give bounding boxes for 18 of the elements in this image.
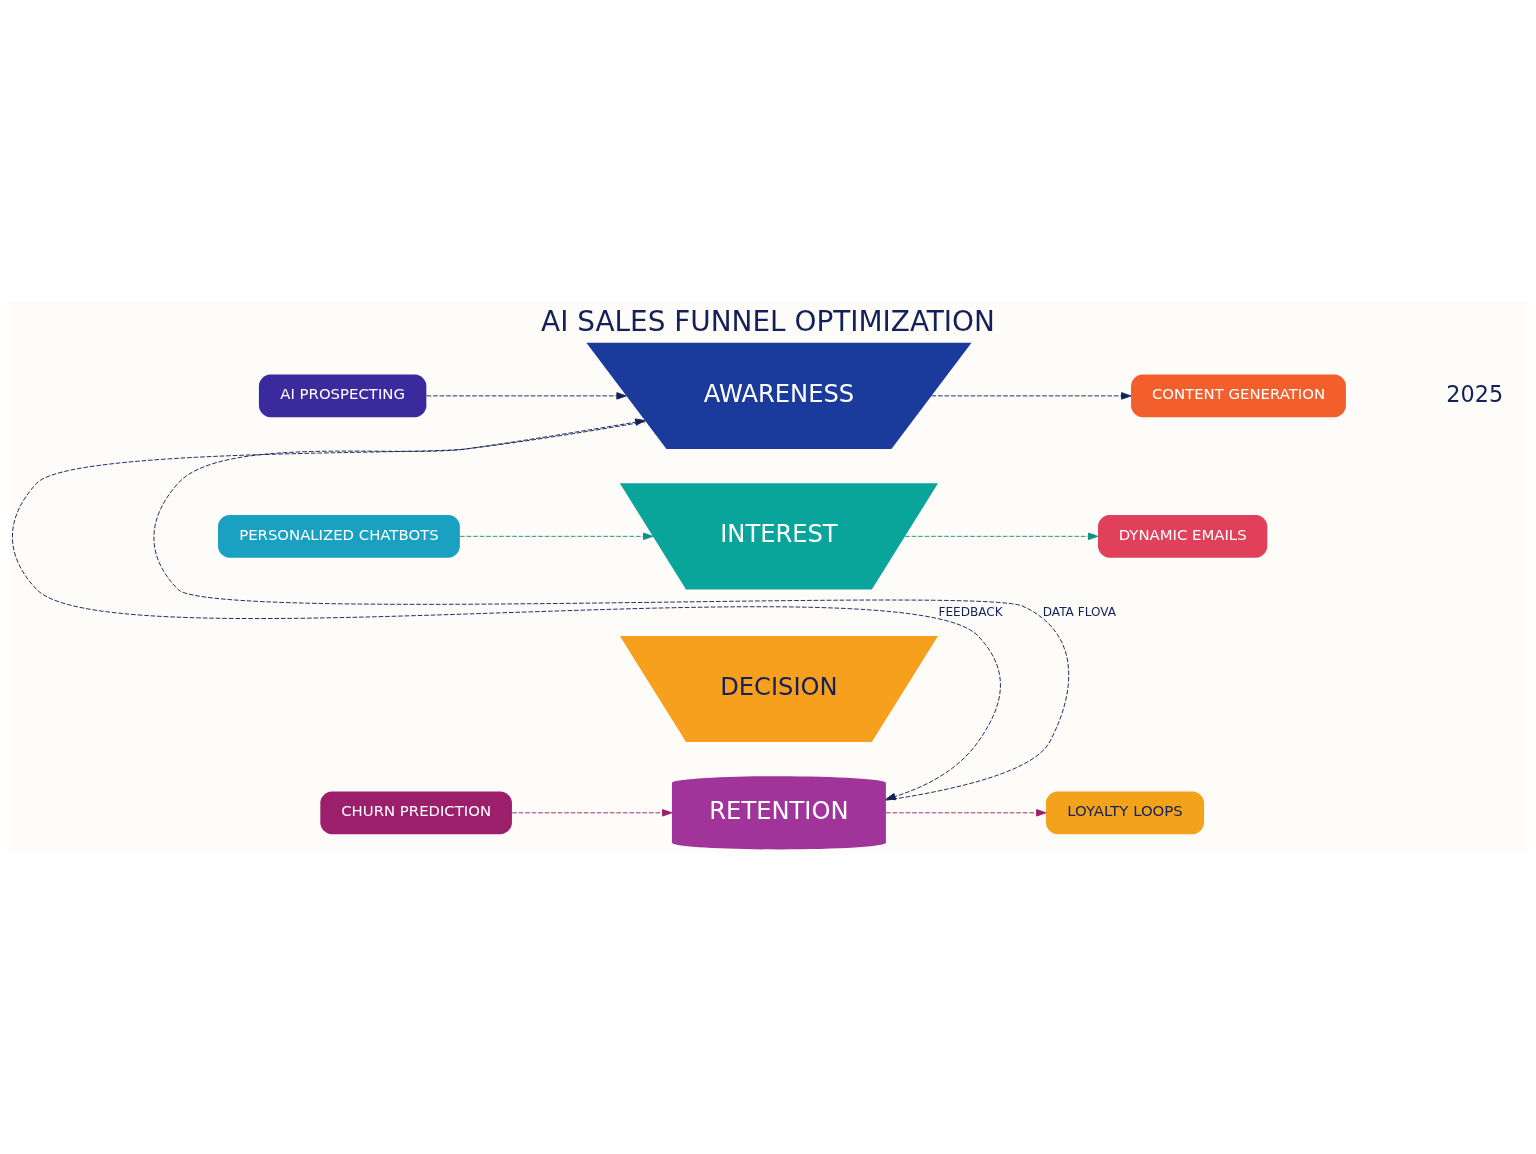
edge-label: DATA FLOVA xyxy=(1042,604,1117,619)
arrow xyxy=(931,392,1132,400)
arrow xyxy=(885,809,1047,817)
node-box: CONTENT GENERATION xyxy=(1131,374,1346,418)
node-box: CHURN PREDICTION xyxy=(320,791,512,835)
edge-label: FEEDBACK xyxy=(938,604,1003,619)
arrow xyxy=(904,532,1099,541)
arrow xyxy=(511,809,673,817)
arrow xyxy=(11,421,1001,801)
arrow xyxy=(459,532,654,541)
arrow xyxy=(426,392,627,400)
diagram-title: AI SALES FUNNEL OPTIMIZATION xyxy=(541,304,995,338)
arrow xyxy=(153,418,1070,801)
node-box: AI PROSPECTING xyxy=(258,374,427,418)
node-box: DYNAMIC EMAILS xyxy=(1098,514,1268,558)
node-box: LOYALTY LOOPS xyxy=(1045,791,1205,835)
label: 2025 xyxy=(1446,380,1504,407)
node-box: PERSONALIZED CHATBOTS xyxy=(218,514,460,558)
